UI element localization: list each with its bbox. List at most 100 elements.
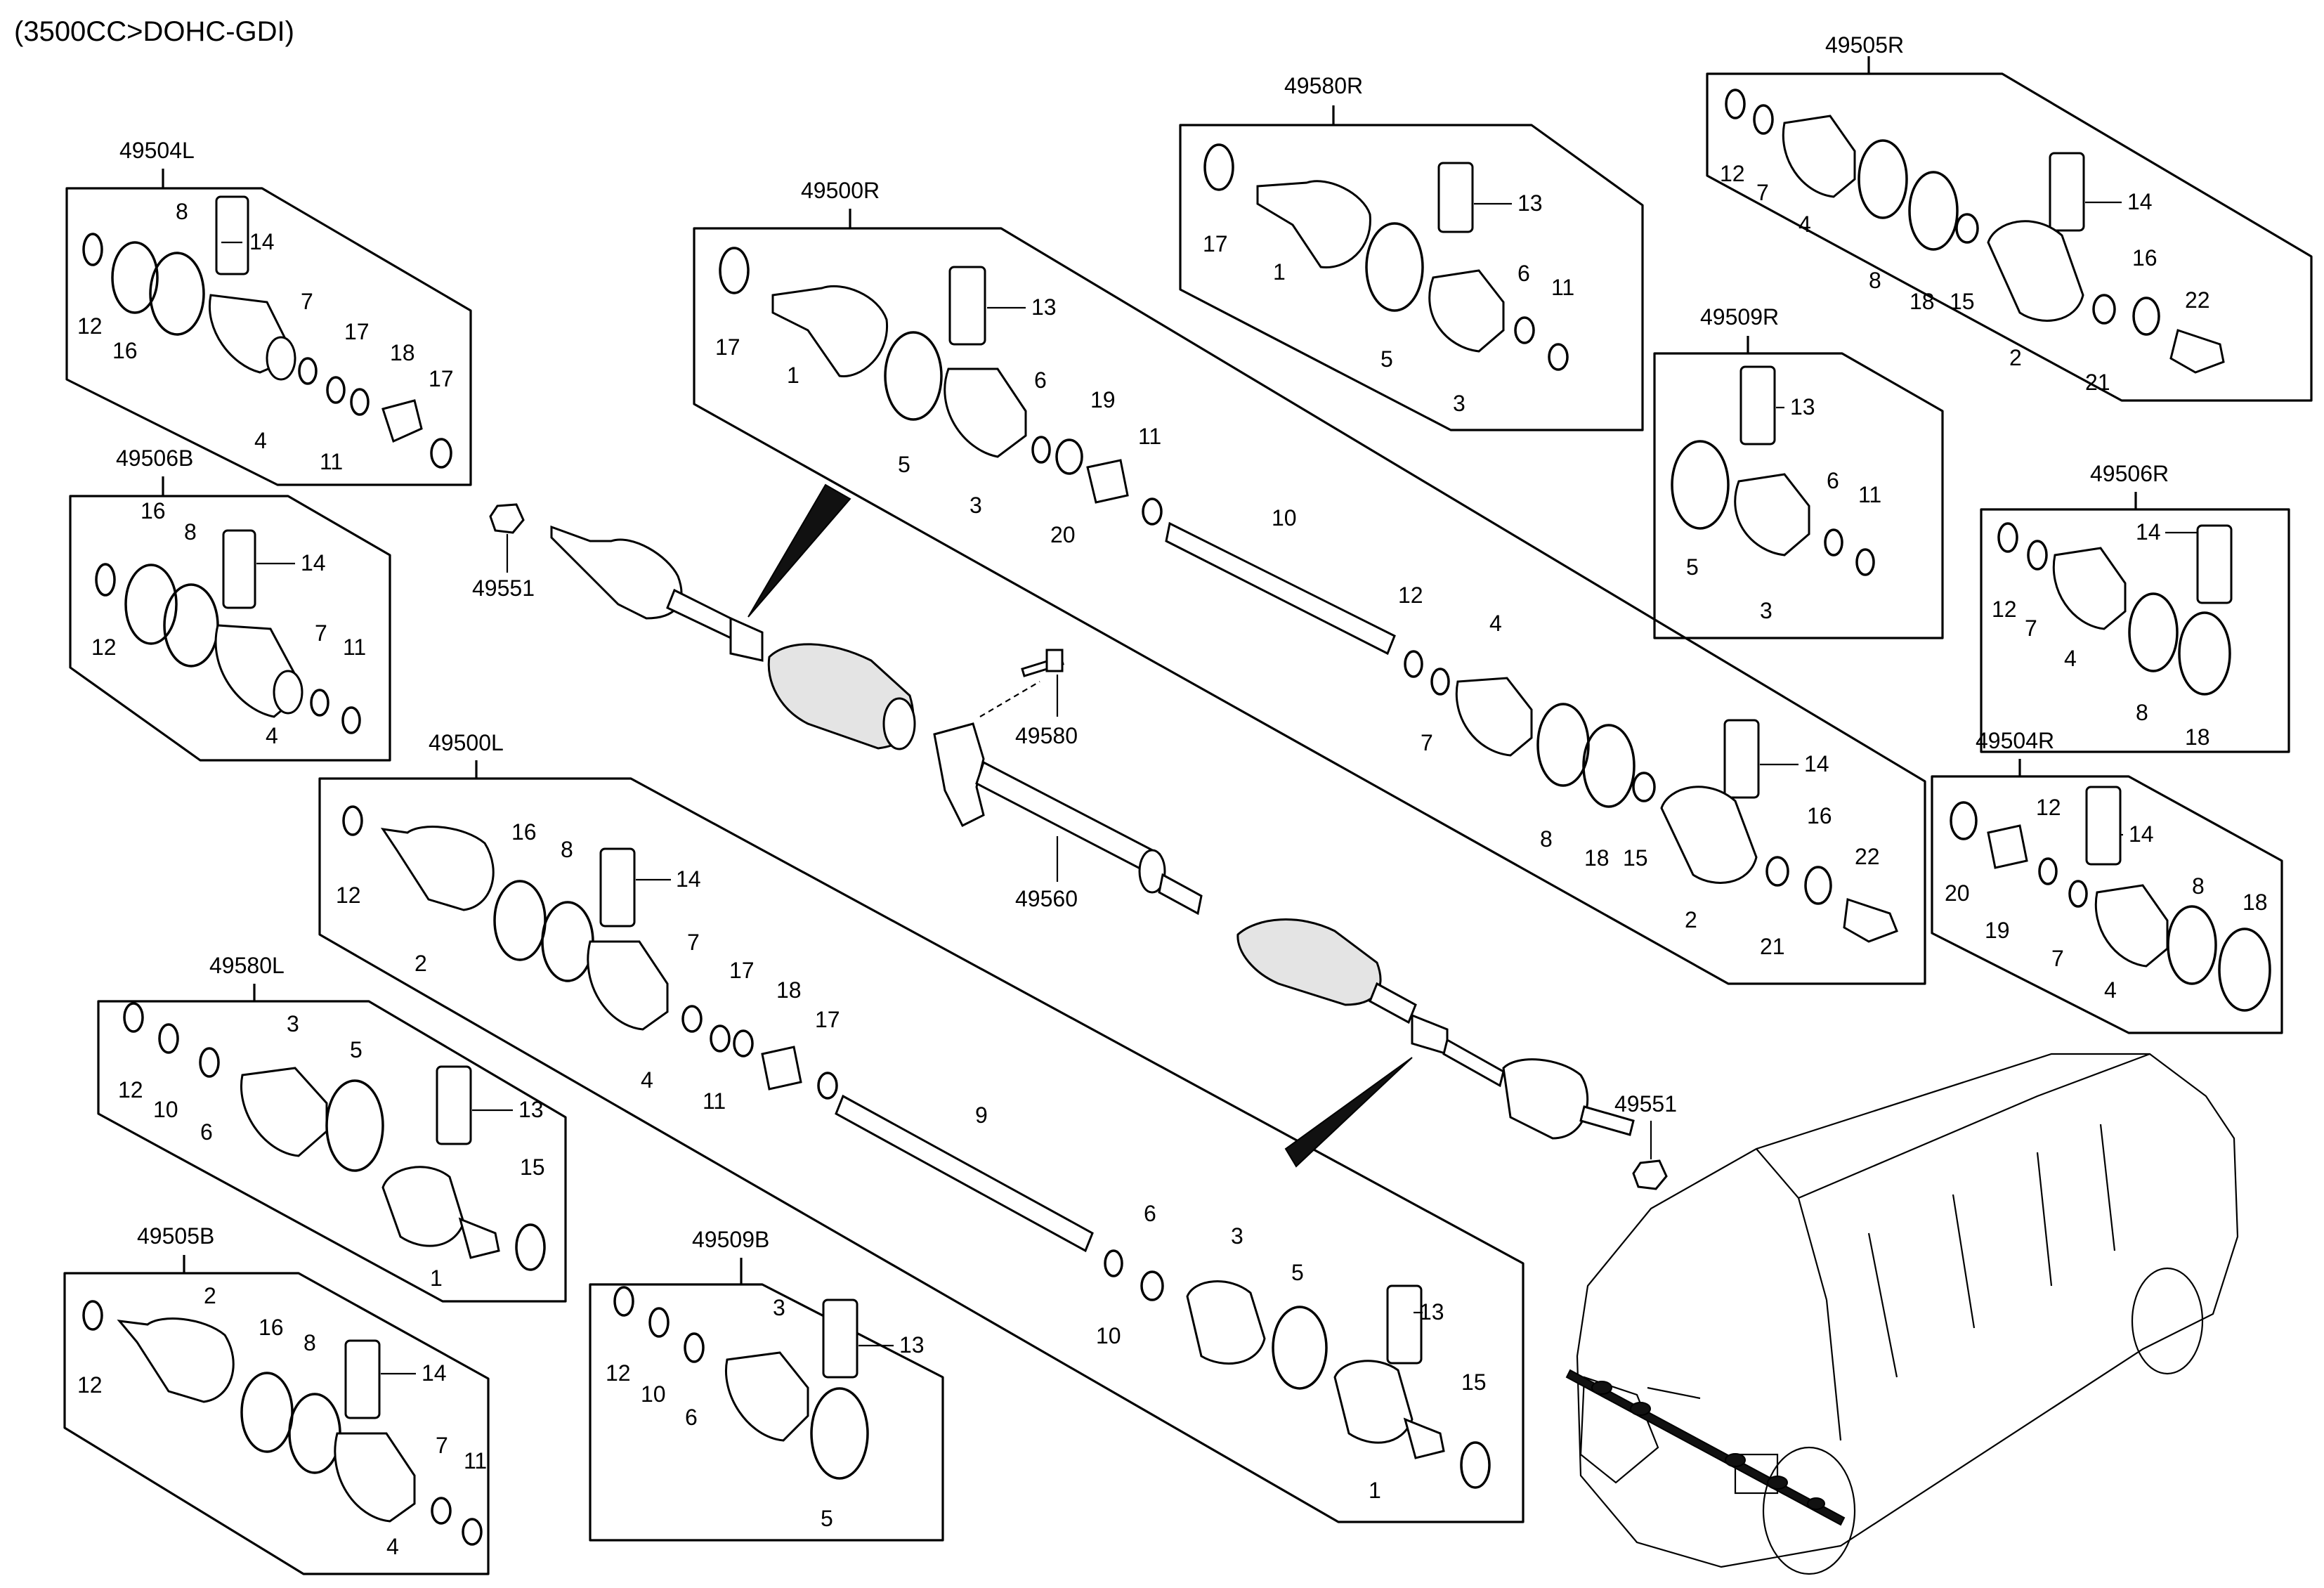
callout-49509R-5: 5 <box>1686 554 1699 580</box>
callout-49580L-13: 13 <box>518 1097 544 1122</box>
callout-49504R-19: 19 <box>1985 918 2010 943</box>
callout-49580R-17: 17 <box>1203 231 1228 256</box>
callout-49500R-11: 11 <box>1138 424 1161 449</box>
callout-49500R-17: 17 <box>715 334 740 360</box>
callout-49500R-6: 6 <box>1034 367 1047 393</box>
callout-49504R-14: 14 <box>2129 821 2154 847</box>
callout-49580R-1: 1 <box>1273 259 1286 285</box>
callout-49505R-18: 18 <box>1910 289 1935 314</box>
callout-49504L-4: 4 <box>254 428 267 453</box>
callout-49500L-17: 17 <box>729 958 755 983</box>
callout-49500R-3: 3 <box>970 493 982 518</box>
callout-49506R-4: 4 <box>2064 646 2077 671</box>
group-label-49509B: 49509B <box>692 1227 769 1252</box>
group-49500R: 49500R 17 1 13 6 19 11 5 3 20 10 12 4 <box>693 178 1926 985</box>
callout-49505R-4: 4 <box>1799 211 1811 237</box>
callout-49500R-10: 10 <box>1272 505 1297 531</box>
callout-intermediate-shaft: 49560 <box>1015 886 1078 911</box>
callout-49509B-10: 10 <box>641 1381 666 1407</box>
callout-49505B-8: 8 <box>303 1330 316 1355</box>
callout-49505B-14: 14 <box>422 1360 447 1386</box>
callout-49504L-7: 7 <box>301 289 313 314</box>
callout-49500R-16: 16 <box>1807 803 1832 828</box>
group-label-49500R: 49500R <box>801 178 880 203</box>
callout-49580L-1: 1 <box>430 1265 443 1291</box>
callout-49505R-12: 12 <box>1720 161 1745 186</box>
group-49504L: 49504L 8 14 12 16 7 17 18 17 4 11 <box>65 138 472 486</box>
callout-49505B-7: 7 <box>436 1433 448 1458</box>
callout-49500L-9: 9 <box>975 1102 988 1128</box>
callout-49500R-5: 5 <box>898 452 910 477</box>
callout-49504L-8: 8 <box>176 199 188 224</box>
callout-49500L-15: 15 <box>1461 1369 1487 1395</box>
callout-49580L-12: 12 <box>118 1077 143 1102</box>
callout-49506B-8: 8 <box>184 519 197 545</box>
callout-49500L-7: 7 <box>687 930 700 955</box>
callout-49580L-3: 3 <box>287 1011 299 1036</box>
callout-49500R-19: 19 <box>1090 387 1116 412</box>
callout-49504L-11: 11 <box>320 449 343 474</box>
group-49509B: 49509B 3 13 12 10 6 5 <box>589 1227 944 1542</box>
callout-49580R-5: 5 <box>1380 346 1393 372</box>
intermediate-shaft-assembly: 49580 49560 <box>933 649 1203 916</box>
callout-49506B-7: 7 <box>315 620 327 646</box>
callout-49580L-10: 10 <box>153 1097 178 1122</box>
group-label-49505B: 49505B <box>137 1223 214 1249</box>
callout-49505R-7: 7 <box>1756 180 1769 205</box>
callout-49509R-11: 11 <box>1858 482 1881 507</box>
callout-49506B-14: 14 <box>301 550 326 575</box>
callout-49504L-16: 16 <box>112 338 138 363</box>
callout-49509B-3: 3 <box>773 1295 785 1320</box>
group-49505B: 49505B 2 16 8 12 14 7 11 4 <box>63 1223 490 1575</box>
callout-49500L-14: 14 <box>676 866 701 892</box>
callout-49500R-8: 8 <box>1540 826 1553 852</box>
callout-49505R-2: 2 <box>2009 345 2022 370</box>
callout-49500L-12: 12 <box>336 883 361 908</box>
callout-49500R-15: 15 <box>1623 845 1648 871</box>
callout-49506B-11: 11 <box>343 634 366 660</box>
callout-49500L-3: 3 <box>1231 1223 1243 1249</box>
callout-49505R-8: 8 <box>1869 268 1881 293</box>
callout-49509R-3: 3 <box>1760 598 1773 623</box>
callout-49500R-13: 13 <box>1031 294 1057 320</box>
callout-49500L-11: 11 <box>703 1088 726 1114</box>
callout-49500L-8: 8 <box>561 837 573 862</box>
callout-49500R-4: 4 <box>1489 611 1502 636</box>
callout-49500R-22: 22 <box>1855 844 1880 869</box>
callout-49509B-6: 6 <box>685 1405 698 1430</box>
engine-spec-title: (3500CC>DOHC-GDI) <box>14 16 294 47</box>
callout-49500L-1: 1 <box>1369 1478 1381 1503</box>
callout-49500L-2: 2 <box>414 951 427 976</box>
callout-49500L-4: 4 <box>641 1067 653 1093</box>
callout-49509R-6: 6 <box>1827 468 1839 493</box>
group-49506B: 49506B 16 8 14 12 7 11 4 <box>69 445 391 762</box>
group-49505R: 49505R 12 7 4 14 8 18 15 16 22 2 21 <box>1706 32 2313 402</box>
callout-49506R-7: 7 <box>2025 616 2037 641</box>
callout-49500L-13: 13 <box>1419 1299 1444 1325</box>
callout-49504L-17: 17 <box>344 319 370 344</box>
callout-nut-bottom: 49551 <box>1614 1091 1677 1117</box>
group-49580R: 49580R 17 1 13 6 11 5 3 <box>1179 73 1644 431</box>
callout-49500R-2: 2 <box>1685 907 1697 932</box>
vehicle-illustration <box>1565 1053 2239 1575</box>
callout-49506B-16: 16 <box>141 498 166 523</box>
callout-49509B-5: 5 <box>821 1506 833 1531</box>
callout-49505R-22: 22 <box>2185 287 2210 313</box>
callout-49500R-14: 14 <box>1804 751 1829 776</box>
callout-49506R-18: 18 <box>2185 724 2210 750</box>
callout-bolt: 49580 <box>1015 723 1078 748</box>
group-label-49506R: 49506R <box>2090 461 2169 486</box>
callout-49500R-18: 18 <box>1584 845 1610 871</box>
callout-49500L-6: 6 <box>1144 1201 1156 1226</box>
group-label-49504L: 49504L <box>119 138 195 163</box>
callout-49580L-6: 6 <box>200 1119 213 1145</box>
callout-49500L-10: 10 <box>1096 1323 1121 1348</box>
callout-49505R-16: 16 <box>2132 245 2157 271</box>
callout-49505R-14: 14 <box>2127 189 2153 214</box>
callout-49580L-15: 15 <box>520 1154 545 1180</box>
callout-49506R-14: 14 <box>2136 519 2161 545</box>
group-label-49509R: 49509R <box>1700 304 1779 330</box>
right-driveshaft-assembly: 49551 <box>472 483 916 750</box>
callout-49504L-14: 14 <box>249 229 275 254</box>
